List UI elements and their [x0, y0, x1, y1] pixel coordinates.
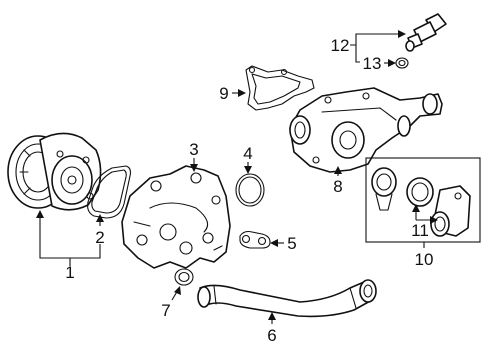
callout-12: 12 [331, 36, 350, 55]
callout-12-leader [350, 30, 406, 63]
pump-housing [121, 165, 231, 269]
callout-8: 8 [333, 177, 342, 196]
temperature-sensor [405, 13, 447, 52]
sensor-seal [395, 57, 409, 69]
thermostat-cover [430, 185, 471, 237]
callout-1: 1 [65, 263, 74, 282]
o-ring [235, 173, 265, 207]
callout-1-leader [36, 210, 101, 266]
thermostat-housing [289, 87, 443, 173]
washer [174, 268, 194, 286]
callout-11-leader [412, 204, 438, 224]
water-pump [7, 132, 102, 211]
callout-7: 7 [161, 301, 170, 320]
callout-8-leader [334, 166, 342, 176]
small-gasket [239, 230, 271, 249]
thermostat-seal [406, 177, 434, 207]
callout-3: 3 [189, 140, 198, 159]
gasket-plate [245, 65, 315, 111]
callout-9: 9 [219, 84, 228, 103]
callout-6-leader [268, 312, 276, 324]
coolant-hose [197, 279, 377, 318]
callout-10: 10 [415, 250, 434, 269]
thermostat-kit-box [365, 157, 481, 243]
callout-4: 4 [243, 144, 252, 163]
callout-5: 5 [287, 234, 296, 253]
callout-6: 6 [267, 326, 276, 345]
pump-gasket [87, 165, 132, 219]
callout-9-leader [232, 89, 246, 97]
callout-7-leader [171, 286, 181, 301]
callout-13-leader [384, 59, 396, 67]
callout-2-leader [96, 214, 104, 226]
callout-5-leader [270, 239, 284, 247]
callout-3-leader [190, 158, 198, 172]
callout-4-leader [244, 162, 252, 174]
callout-11: 11 [411, 221, 429, 240]
callout-2: 2 [95, 228, 104, 247]
callout-13: 13 [363, 54, 382, 73]
thermostat [371, 167, 397, 211]
